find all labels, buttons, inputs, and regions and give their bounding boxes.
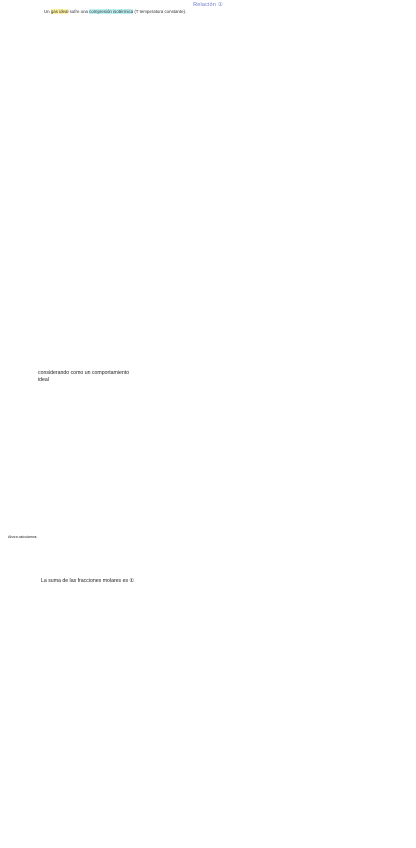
subtitle-gas: gas ideal (50, 9, 69, 14)
subtitle-mid: sufre una (68, 9, 90, 14)
printed-note-fractions: La suma de las fracciones molares es ① (41, 578, 135, 584)
printed-note-ideal-b: ideal (38, 377, 49, 383)
printed-note-ideal-a: considerando como un comportamiento (38, 370, 130, 376)
page-title: Relación ① (193, 2, 223, 8)
subtitle-suffix: (T temperatura constante). (133, 9, 187, 14)
page-subtitle: Un gas ideal sufre una compresión isotér… (44, 9, 186, 14)
subtitle-highlight: compresión isotérmica (89, 9, 134, 14)
printed-note-ahora: Ahora calculamos (8, 535, 37, 539)
subtitle-prefix: Un (44, 9, 51, 14)
